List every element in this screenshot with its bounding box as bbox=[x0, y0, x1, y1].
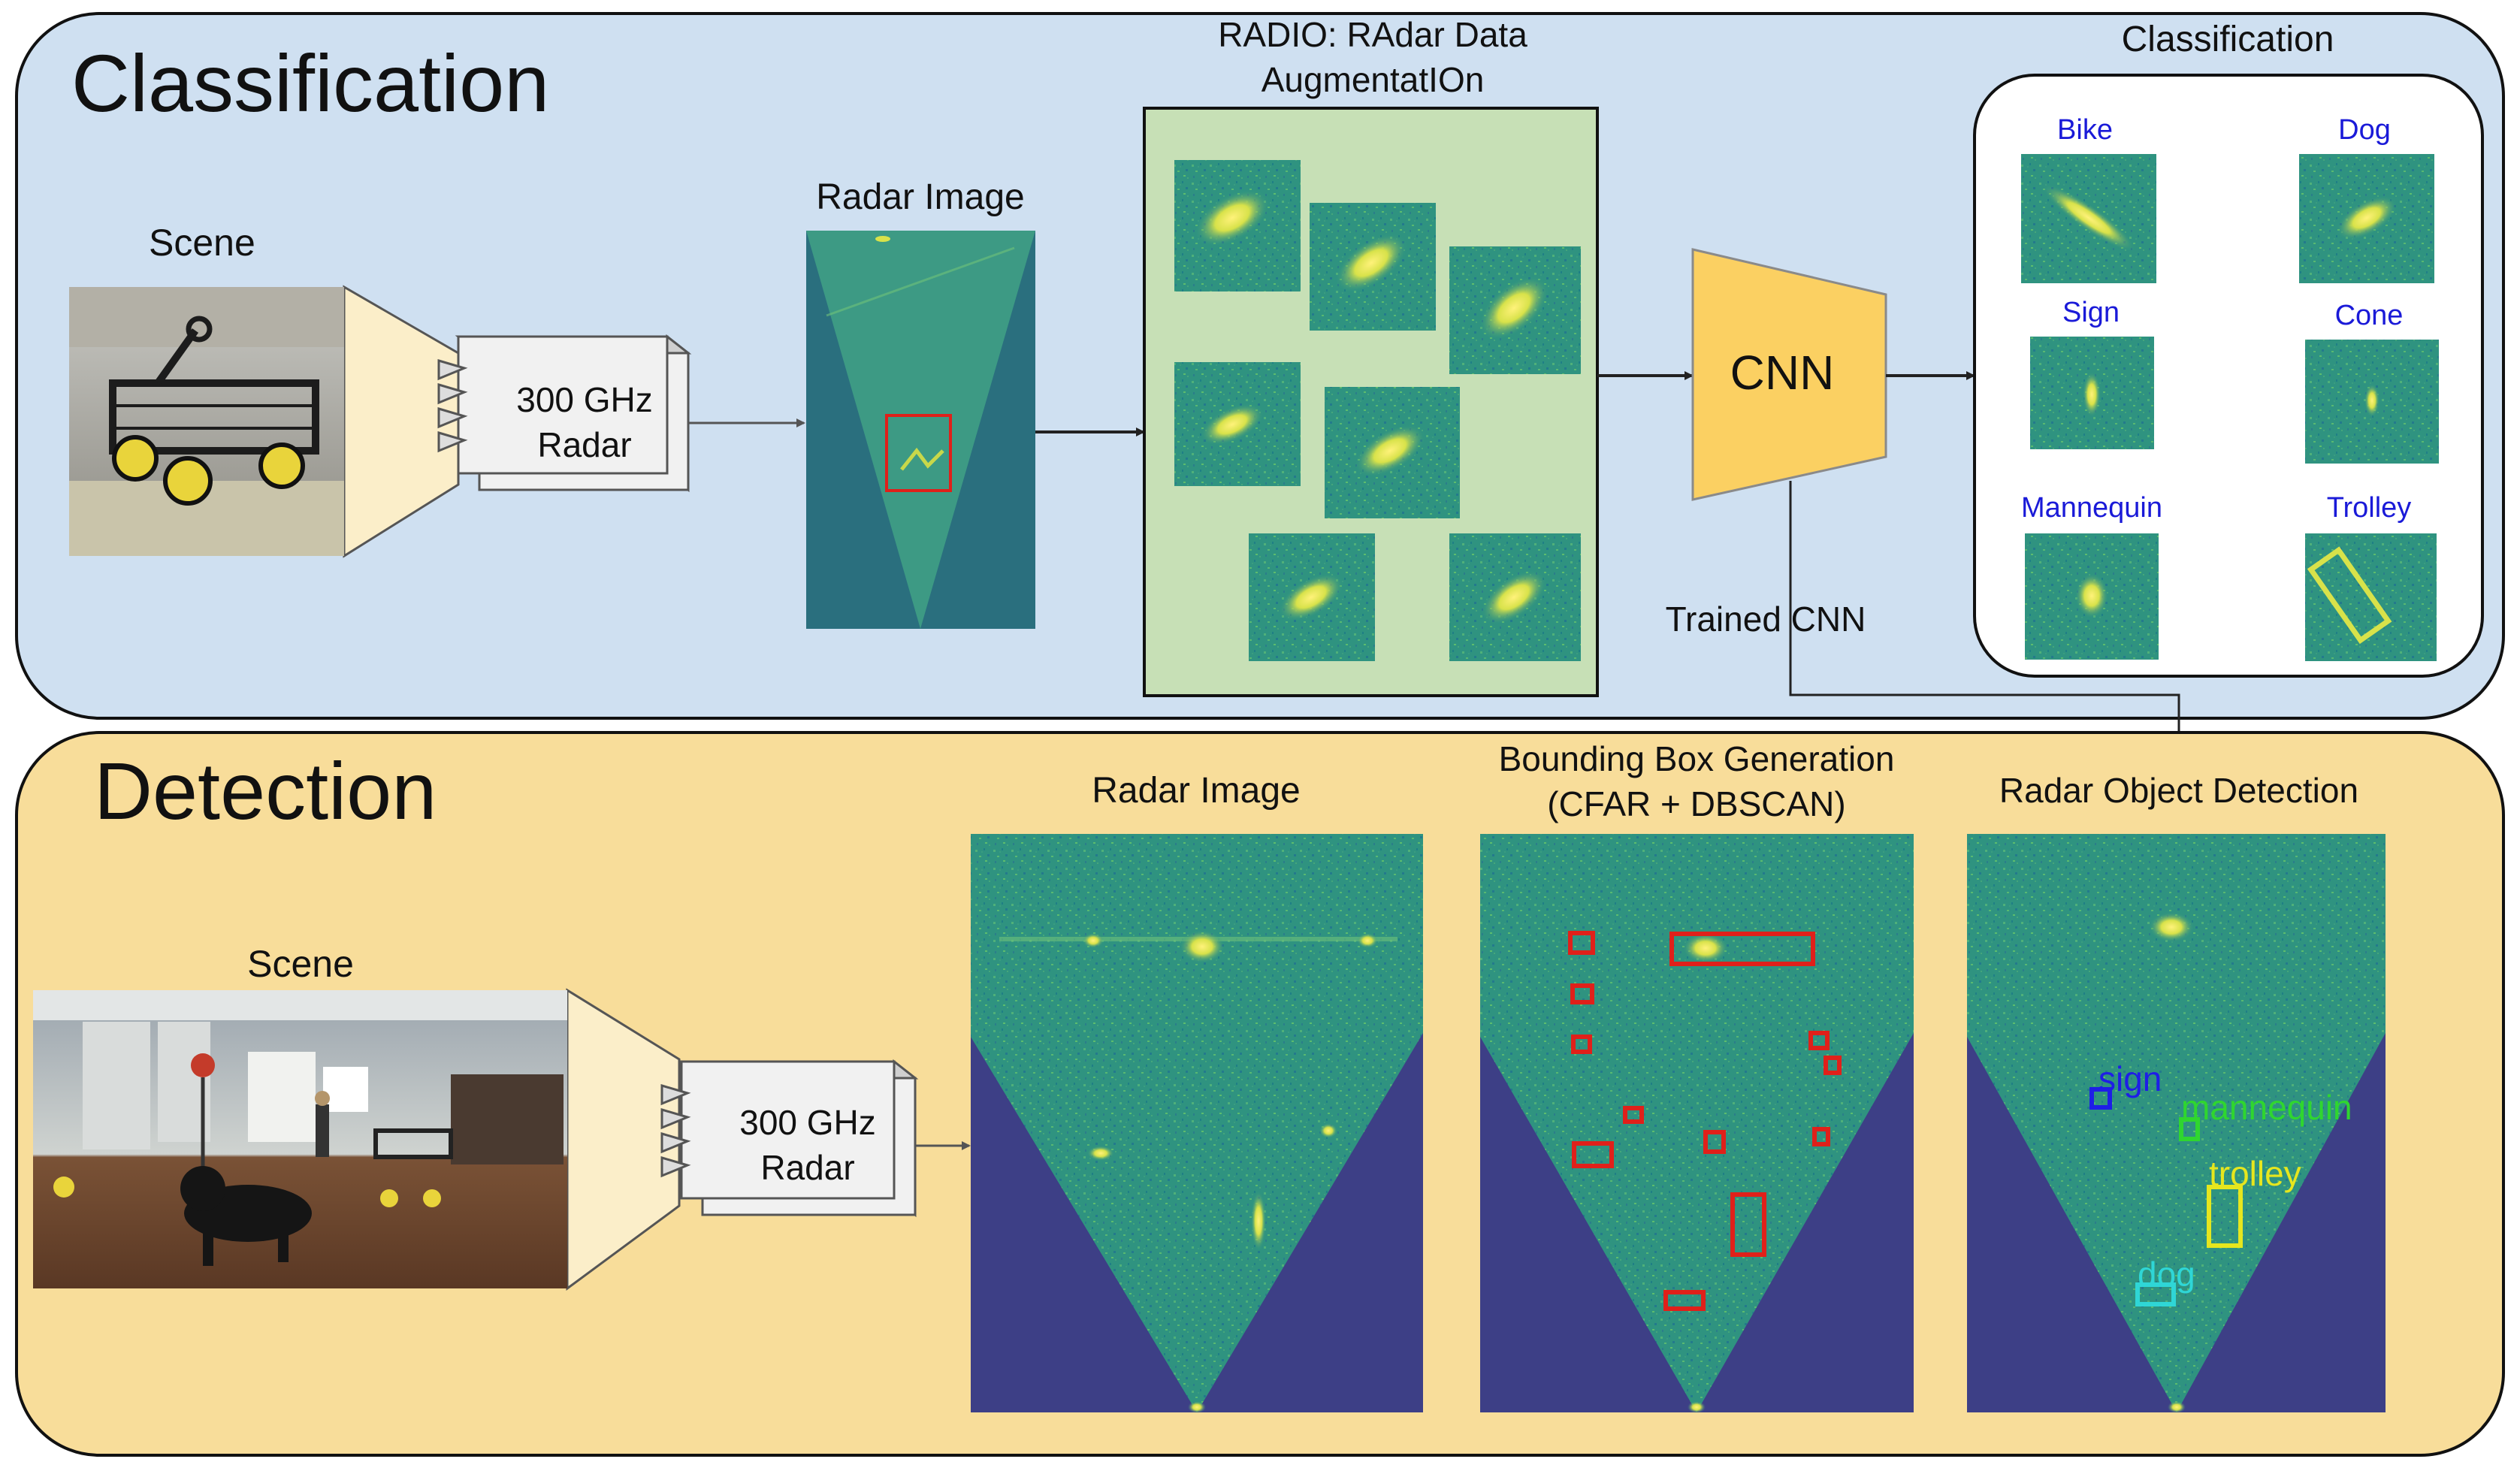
cnn-block bbox=[1691, 248, 1887, 501]
object-detection-image bbox=[1967, 834, 2386, 1413]
detection-box-trolley bbox=[2207, 1185, 2243, 1248]
cnn-label: CNN bbox=[1730, 346, 1835, 400]
radio-label-1: RADIO: RAdar Data bbox=[1218, 15, 1527, 54]
classification-radar-label-1: 300 GHz bbox=[516, 380, 653, 419]
classification-title: Classification bbox=[71, 38, 549, 128]
classification-radar-image-label: Radar Image bbox=[816, 177, 1024, 217]
trained-cnn-label: Trained CNN bbox=[1666, 600, 1866, 639]
bbox-radar-image bbox=[1480, 834, 1914, 1413]
detection-scene-label: Scene bbox=[247, 943, 354, 985]
detection-title: Detection bbox=[94, 745, 437, 836]
classification-radar-label-2: Radar bbox=[537, 425, 631, 464]
class-thumbnails: Bike Dog Sign Cone Mannequin Trolley bbox=[2021, 114, 2439, 661]
detection-box-mannequin bbox=[2179, 1117, 2200, 1141]
detection-tag-sign: sign bbox=[2098, 1059, 2162, 1098]
detection-tag-trolley: trolley bbox=[2209, 1154, 2301, 1193]
classification-scene-photo bbox=[69, 287, 344, 556]
augmented-samples bbox=[1174, 160, 1581, 661]
detection-radar-icon bbox=[660, 1059, 919, 1218]
cfar-bounding-boxes bbox=[1568, 931, 1842, 1311]
detection-results: sign mannequin trolley dog bbox=[2089, 1059, 2352, 1306]
class-label-bike: Bike bbox=[2057, 114, 2113, 146]
class-label-mannequin: Mannequin bbox=[2021, 492, 2162, 524]
bbox-label-2: (CFAR + DBSCAN) bbox=[1547, 784, 1845, 823]
detection-radar-label-2: Radar bbox=[760, 1148, 854, 1187]
object-detection-label: Radar Object Detection bbox=[1999, 771, 2358, 810]
radio-label-2: AugmentatIOn bbox=[1262, 60, 1485, 99]
detection-radar-image bbox=[971, 834, 1423, 1413]
class-label-trolley: Trolley bbox=[2327, 492, 2412, 524]
detection-box-sign bbox=[2089, 1087, 2112, 1110]
detection-box-dog bbox=[2135, 1282, 2176, 1306]
class-label-cone: Cone bbox=[2335, 300, 2404, 331]
classification-output-title: Classification bbox=[2122, 20, 2334, 59]
classification-radar-image bbox=[806, 231, 1035, 629]
detection-tag-mannequin: mannequin bbox=[2181, 1088, 2352, 1127]
classification-radar-icon bbox=[437, 334, 692, 493]
detection-radar-image-label: Radar Image bbox=[1092, 771, 1300, 811]
detection-tag-dog: dog bbox=[2138, 1255, 2195, 1294]
class-label-dog: Dog bbox=[2338, 114, 2391, 146]
detection-radar-label-1: 300 GHz bbox=[739, 1103, 876, 1142]
bbox-label-1: Bounding Box Generation bbox=[1499, 739, 1895, 778]
classification-scene-label: Scene bbox=[149, 222, 255, 264]
detection-scene-photo bbox=[33, 990, 567, 1288]
class-label-sign: Sign bbox=[2062, 297, 2120, 328]
